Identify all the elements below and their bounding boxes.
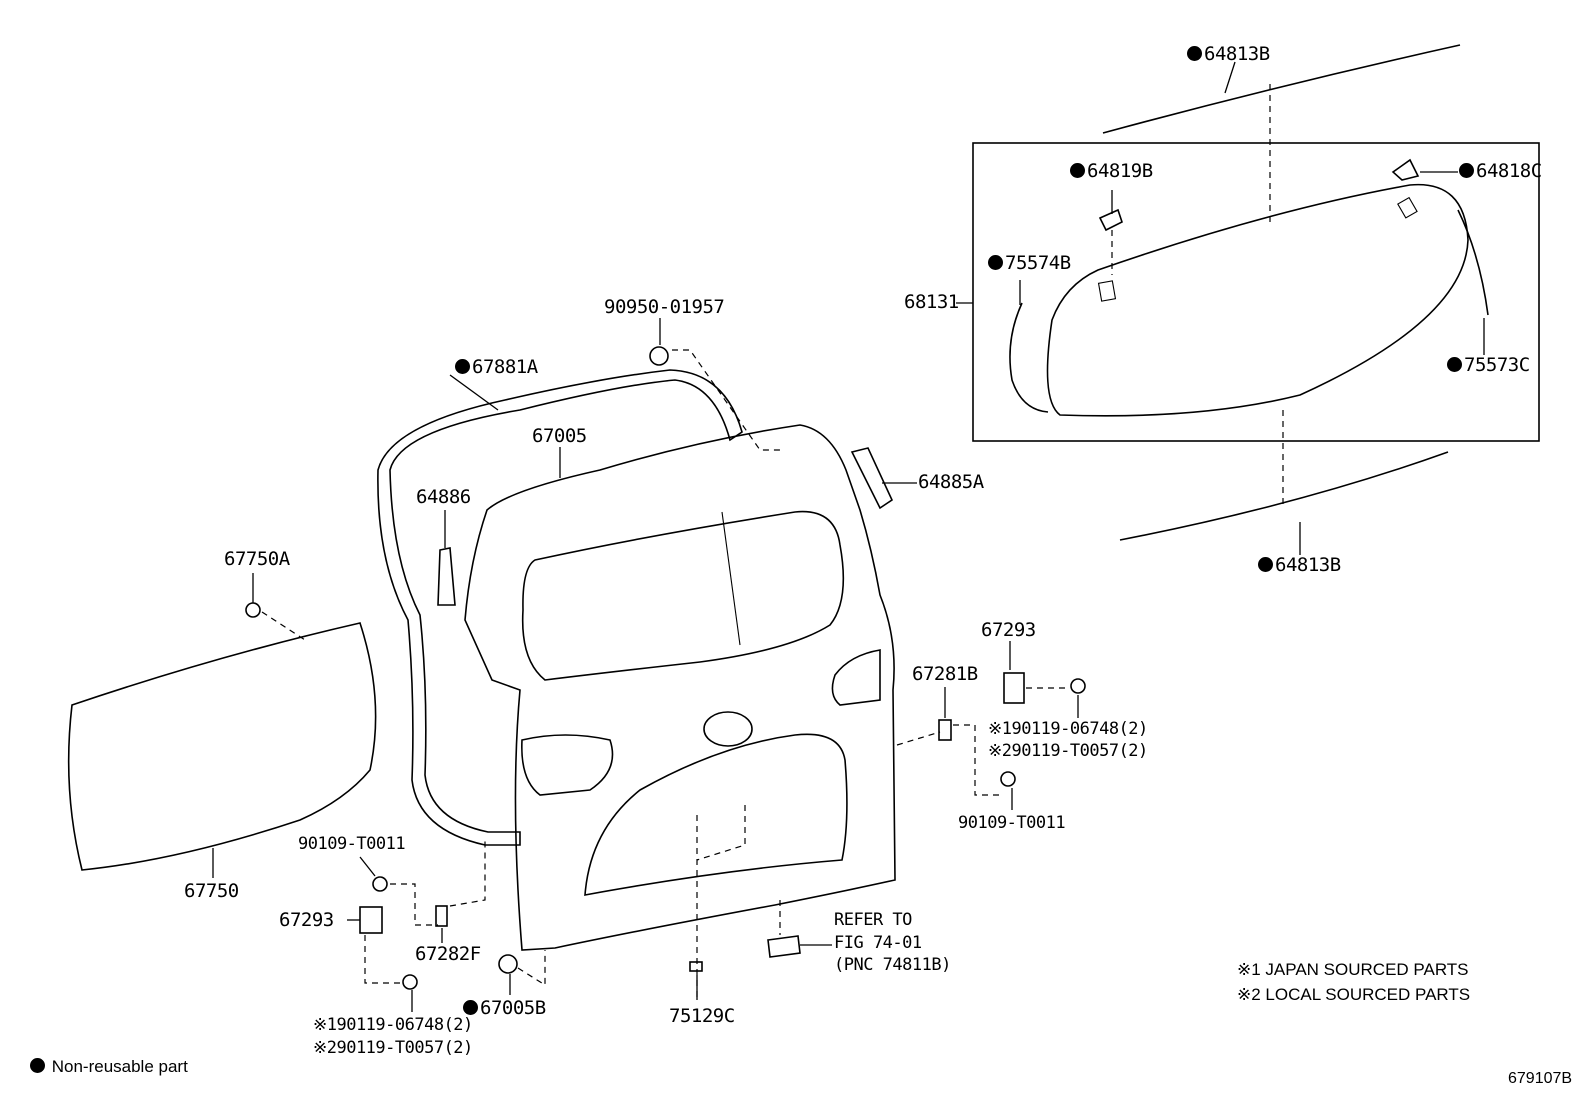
stopper-67293-right-part (1003, 672, 1025, 704)
label-90119-T0057-right: ※290119-T0057(2) (988, 741, 1148, 761)
label-64886: 64886 (416, 486, 471, 508)
plug-dash (672, 349, 780, 451)
glass-pad-left (1097, 280, 1117, 302)
non-reusable-dot-icon (988, 255, 1003, 270)
leader-67881A (449, 374, 499, 411)
bottom-molding-part (1119, 451, 1449, 541)
label-64819B: 64819B (1070, 162, 1153, 181)
bracket-64885A-part (850, 447, 894, 510)
label-67293-left: 67293 (279, 909, 334, 931)
leader-64813B-top (1224, 61, 1236, 94)
label-90109-T0011-left: 90109-T0011 (298, 834, 406, 854)
label-75573C: 75573C (1447, 356, 1530, 375)
back-glass-part (1046, 183, 1469, 417)
cushion-67282F-part (435, 905, 448, 927)
refer-line-1: REFER TO (834, 910, 912, 930)
stopper-left-dash (364, 935, 400, 984)
label-64813B-bottom: 64813B (1258, 556, 1341, 575)
leader-90109-left (359, 856, 376, 877)
spacer-75574B-part (1009, 302, 1049, 413)
bracket-64886-part (437, 547, 456, 606)
figure-id: 679107B (1508, 1070, 1573, 1087)
non-reusable-dot-icon (1258, 557, 1273, 572)
lamp-opening-right (831, 649, 881, 706)
refer-line-3: (PNC 74811B) (834, 955, 951, 975)
non-reusable-dot-icon (455, 359, 470, 374)
label-67881A: 67881A (455, 358, 538, 377)
door-window-divider (721, 511, 741, 646)
label-67282F: 67282F (415, 943, 481, 965)
non-reusable-dot-icon (463, 1000, 478, 1015)
note-local-sourced: ※2 LOCAL SOURCED PARTS (1237, 985, 1471, 1004)
non-reusable-dot-icon (1459, 163, 1474, 178)
label-67005B: 67005B (463, 999, 546, 1018)
bumper-dash (517, 950, 546, 987)
back-door-panel-part (464, 424, 896, 951)
top-molding-part (1102, 44, 1461, 134)
clip-75129C-part (689, 961, 703, 972)
non-reusable-dot-icon (1070, 163, 1085, 178)
non-reusable-dot-icon (1447, 357, 1462, 372)
door-window-opening (521, 510, 845, 681)
cushion-bolt-dash (953, 724, 1000, 796)
license-plate-recess (584, 733, 848, 896)
label-90119-06748-left: ※190119-06748(2) (313, 1015, 473, 1035)
handle-part (767, 935, 801, 958)
bolt-90109-left-part (372, 876, 388, 892)
label-67750: 67750 (184, 880, 239, 902)
bolt-left-dash (390, 883, 438, 926)
label-68131: 68131 (904, 291, 959, 313)
label-64818C: 64818C (1459, 162, 1542, 181)
label-67281B: 67281B (912, 663, 978, 685)
stopper-67293-left-part (359, 906, 383, 934)
bolt-right-upper-part (1070, 678, 1086, 694)
bolt-left-lower-part (402, 974, 418, 990)
label-67750A: 67750A (224, 548, 290, 570)
refer-line-2: FIG 74-01 (834, 933, 922, 953)
bolt-90109-right-part (1000, 771, 1016, 787)
label-64885A: 64885A (918, 471, 984, 493)
label-90109-T0011-right: 90109-T0011 (958, 813, 1066, 833)
clip-75129C-dash-2 (696, 805, 746, 861)
label-90950-01957: 90950-01957 (604, 296, 725, 318)
label-67005: 67005 (532, 425, 587, 447)
label-67293-right: 67293 (981, 619, 1036, 641)
label-90119-T0057-left: ※290119-T0057(2) (313, 1038, 473, 1058)
clip-64819B-part (1098, 208, 1123, 232)
spacer-75573C-part (1457, 209, 1489, 316)
clip-67750A-part (245, 602, 261, 618)
cushion-67282F-dash (449, 840, 486, 907)
label-90119-06748-right: ※190119-06748(2) (988, 719, 1148, 739)
label-75129C: 75129C (669, 1005, 735, 1027)
clip-67750A-dash (261, 611, 306, 641)
cushion-door-dash (896, 731, 941, 746)
label-75574B: 75574B (988, 254, 1071, 273)
legend-non-reusable: Non-reusable part (30, 1058, 188, 1075)
non-reusable-dot-icon (30, 1058, 45, 1073)
glass-detail-frame (972, 142, 1540, 442)
cushion-67281B-part (938, 719, 952, 741)
trim-board-part (67, 622, 377, 871)
lamp-opening-left (521, 734, 614, 796)
clip-64818C-part (1391, 158, 1420, 181)
weatherstrip-part (377, 369, 743, 846)
glass-pad-right (1397, 196, 1418, 219)
bumper-67005B-part (498, 954, 518, 974)
plug-part (649, 346, 669, 366)
label-64813B-top: 64813B (1187, 45, 1270, 64)
non-reusable-dot-icon (1187, 46, 1202, 61)
note-japan-sourced: ※1 JAPAN SOURCED PARTS (1237, 960, 1469, 979)
emblem-mount (703, 711, 753, 747)
